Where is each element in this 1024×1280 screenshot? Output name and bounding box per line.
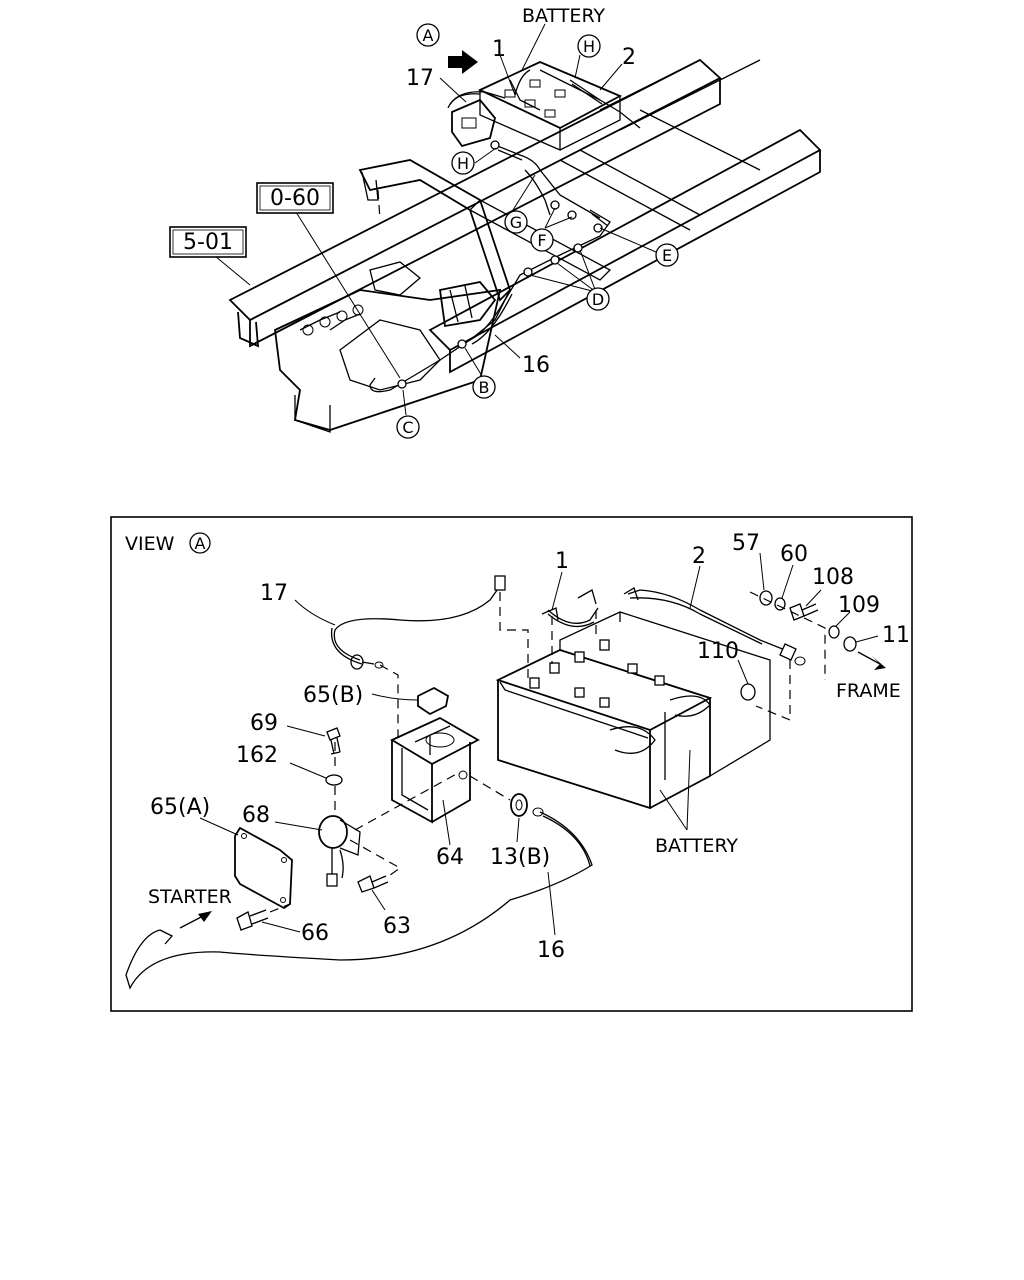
cab-mount-bracket <box>358 159 512 302</box>
detail-callout-110: 110 <box>697 639 739 664</box>
bolt-66 <box>236 909 269 931</box>
cable-routing <box>369 69 641 393</box>
washer-57 <box>759 590 773 606</box>
ref-box-5-01-text: 5-01 <box>183 230 233 255</box>
battery-top-view <box>451 61 623 151</box>
detail-callout-108: 108 <box>812 565 854 590</box>
starter-arrow-icon <box>198 911 212 922</box>
top-assembly-view: 0-60 5-01 BATTERY 1 2 17 16 A H H G <box>169 5 822 439</box>
detail-callout-60: 60 <box>780 542 808 567</box>
detail-callout-65a: 65(A) <box>150 795 210 820</box>
view-a-detail: VIEW A <box>110 516 913 1012</box>
marker-h-2: H <box>451 151 475 175</box>
battery-pair <box>495 611 771 810</box>
washer-11 <box>843 636 857 652</box>
marker-e: E <box>655 243 679 267</box>
detail-callout-1: 1 <box>555 549 569 574</box>
detail-callout-66: 66 <box>301 921 329 946</box>
cable-17 <box>330 575 506 670</box>
marker-d: D <box>586 287 610 311</box>
top-callout-16: 16 <box>522 353 550 378</box>
detail-callout-65b: 65(B) <box>303 683 363 708</box>
cable-1 <box>541 589 599 628</box>
top-callout-2: 2 <box>622 45 636 70</box>
svg-text:B: B <box>479 378 490 397</box>
cable-clips <box>397 140 603 389</box>
cable-2 <box>623 587 806 666</box>
svg-text:H: H <box>583 37 595 56</box>
view-title: VIEW <box>125 533 175 555</box>
cover-65b <box>417 686 450 716</box>
starter-label: STARTER <box>148 886 232 908</box>
bolt-108 <box>789 603 819 621</box>
bolt-63 <box>357 875 389 893</box>
bolt-69 <box>326 727 341 755</box>
detail-callout-64: 64 <box>436 845 464 870</box>
marker-f: F <box>530 228 554 252</box>
detail-frame <box>110 516 913 1012</box>
detail-leader-lines <box>199 552 879 936</box>
detail-callout-162: 162 <box>236 743 278 768</box>
detail-callout-13b: 13(B) <box>490 845 550 870</box>
svg-text:H: H <box>457 154 469 173</box>
ref-box-0-60-text: 0-60 <box>270 186 320 211</box>
top-leader-lines <box>214 23 657 416</box>
svg-text:E: E <box>662 246 672 265</box>
marker-c: C <box>396 415 420 439</box>
detail-callout-17: 17 <box>260 581 288 606</box>
svg-text:A: A <box>195 534 206 553</box>
svg-text:F: F <box>537 231 546 250</box>
top-callout-17: 17 <box>406 66 434 91</box>
ref-box-0-60[interactable]: 0-60 <box>256 182 334 214</box>
detail-callout-11: 11 <box>882 623 910 648</box>
grommet-13b <box>510 793 528 817</box>
svg-text:G: G <box>510 213 522 232</box>
cover-65a <box>234 826 293 910</box>
detail-callout-2: 2 <box>692 544 706 569</box>
top-callout-1: 1 <box>492 37 506 62</box>
detail-callout-69: 69 <box>250 711 278 736</box>
marker-a-top: A <box>416 23 440 47</box>
washer-110 <box>740 683 756 701</box>
frame-arrow-icon <box>872 656 886 670</box>
view-title-marker: A <box>189 532 211 554</box>
top-battery-label: BATTERY <box>522 5 605 27</box>
marker-g: G <box>504 210 528 234</box>
ref-box-5-01[interactable]: 5-01 <box>169 226 247 258</box>
washer-60 <box>774 597 786 611</box>
washer-109 <box>828 625 840 639</box>
detail-callout-63: 63 <box>383 914 411 939</box>
chassis-frame <box>228 58 822 374</box>
marker-b: B <box>472 375 496 399</box>
detail-battery-label: BATTERY <box>655 835 738 857</box>
svg-text:C: C <box>402 418 413 437</box>
relay-68 <box>318 815 361 887</box>
detail-callout-68: 68 <box>242 803 270 828</box>
svg-text:D: D <box>592 290 604 309</box>
detail-callout-16: 16 <box>537 938 565 963</box>
view-arrow-icon <box>448 50 478 74</box>
marker-h-1: H <box>577 34 601 58</box>
detail-callout-109: 109 <box>838 593 880 618</box>
washer-162 <box>325 774 343 786</box>
svg-text:A: A <box>423 26 434 45</box>
cable-16 <box>125 807 593 990</box>
detail-callout-57: 57 <box>732 531 760 556</box>
relay-box-64 <box>390 716 480 824</box>
frame-label: FRAME <box>836 680 901 702</box>
assembly-lines <box>269 591 826 913</box>
engine-block <box>274 261 502 433</box>
